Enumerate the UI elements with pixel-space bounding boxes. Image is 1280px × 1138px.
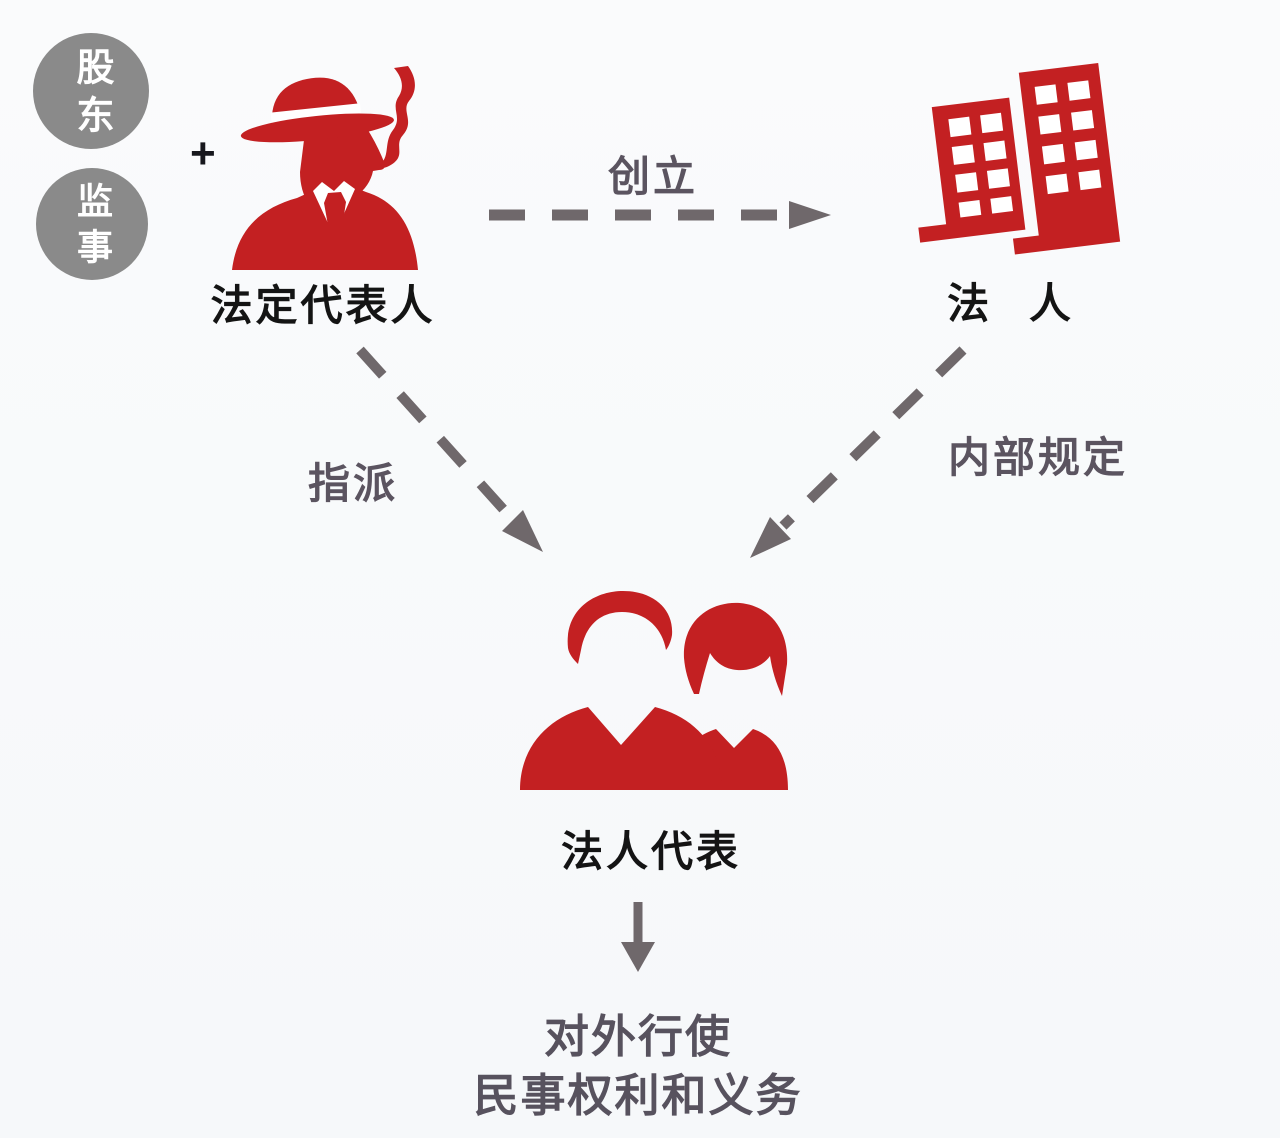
mafia-person-icon — [232, 66, 418, 270]
create-edge-label: 创立 — [607, 153, 698, 200]
dashed-arrow-downleft-icon — [750, 346, 967, 558]
two-people-icon — [520, 591, 788, 790]
outcome-line-1: 对外行使 — [543, 1011, 732, 1062]
supervisor-badge: 监事 — [36, 168, 148, 280]
buildings-icon — [918, 62, 1121, 255]
appoint-edge-label: 指派 — [307, 460, 398, 507]
shareholder-badge-label: 股东 — [70, 47, 112, 143]
legal-person-label: 法 人 — [947, 280, 1085, 327]
legal-person-node — [898, 52, 1122, 264]
outcome-text: 对外行使 民事权利和义务 — [438, 1008, 838, 1125]
appoint-arrow — [345, 340, 560, 570]
outcome-line-2: 民事权利和义务 — [473, 1069, 803, 1121]
supervisor-badge-label: 监事 — [72, 182, 113, 274]
corporate-representative-node — [518, 586, 790, 790]
dashed-arrow-downright-icon — [356, 346, 543, 552]
exercise-arrow — [618, 898, 658, 974]
solid-arrow-down-icon — [621, 902, 655, 972]
plus-icon: + — [190, 129, 216, 178]
legal-representative-label: 法定代表人 — [210, 282, 436, 329]
create-arrow — [485, 195, 835, 235]
legal-representative-node — [230, 66, 422, 270]
corporate-representative-label: 法人代表 — [560, 828, 741, 875]
internal-rules-edge-label: 内部规定 — [947, 434, 1128, 481]
shareholder-badge: 股东 — [33, 33, 149, 149]
dashed-arrow-right-icon — [489, 201, 831, 229]
internal-rules-arrow — [735, 340, 975, 570]
